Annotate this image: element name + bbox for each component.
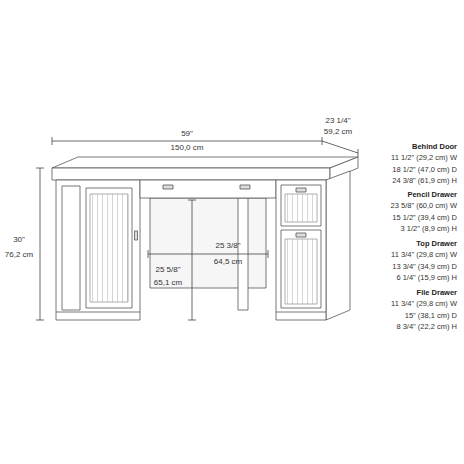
dimension-line: [148, 254, 268, 255]
dimension-tick: [358, 149, 359, 157]
desk-top: [52, 157, 358, 168]
height-dimension: 76,2 cm: [5, 251, 33, 260]
depth-dimension: 59,2 cm: [324, 128, 352, 137]
depth-dimension: 23 1/4": [325, 117, 350, 126]
spec-heading: File Drawer: [417, 289, 457, 297]
spec-line: 24 3/8" (61,9 cm) H: [392, 177, 457, 185]
door-panel: [90, 194, 128, 302]
pencil-drawer: [140, 180, 276, 198]
spec-line: 3 1/2" (8,9 cm) H: [401, 225, 457, 233]
file-drawer: [281, 230, 321, 308]
dimension-tick: [188, 200, 196, 201]
width-dimension: 59": [181, 130, 193, 139]
knee-width-dimension: 64,5 cm: [214, 258, 242, 267]
base-rail: [276, 312, 326, 313]
spec-heading: Top Drawer: [416, 240, 457, 248]
cabinet-door: [86, 188, 132, 308]
drawer-handle: [240, 185, 250, 189]
pedestal-stile: [62, 186, 80, 310]
knee-width-dimension: 25 3/8": [215, 242, 240, 251]
drawer-handle: [296, 188, 306, 192]
spec-line: 8 3/4" (22,2 cm) H: [396, 323, 457, 331]
dimension-line: [192, 200, 193, 320]
spec-line: 15" (38,1 cm) D: [405, 312, 457, 320]
spec-heading: Pencil Drawer: [407, 191, 457, 199]
spec-line: 6 1/4" (15,9 cm) H: [396, 274, 457, 282]
dimension-line: [40, 168, 41, 320]
spec-line: 15 1/2" (39,4 cm) D: [392, 214, 457, 222]
dimension-tick: [268, 250, 269, 258]
drawer-panel: [285, 239, 317, 304]
width-dimension: 150,0 cm: [171, 144, 204, 153]
drawer-handle: [296, 233, 306, 237]
knee-height-dimension: 25 5/8": [155, 266, 180, 275]
spec-line: 13 3/4" (34,9 cm) D: [392, 263, 457, 271]
dimension-line: [52, 141, 322, 142]
dimension-line: [322, 141, 358, 153]
base-rail: [56, 312, 140, 313]
left-pedestal: [56, 180, 140, 320]
spec-line: 11 1/2" (29,2 cm) W: [391, 154, 457, 162]
dimension-tick: [36, 320, 44, 321]
dimension-tick: [188, 320, 196, 321]
drawer-handle: [163, 185, 173, 189]
right-pedestal: [276, 180, 326, 320]
desk-top-edge: [52, 168, 330, 180]
spec-line: 23 5/8" (60,0 cm) W: [391, 202, 457, 210]
back-panel: [150, 198, 266, 288]
spec-heading: Behind Door: [412, 143, 457, 151]
spec-line: 18 1/2" (47,0 cm) D: [392, 166, 457, 174]
dimension-tick: [36, 168, 44, 169]
dimension-tick: [52, 137, 53, 145]
spec-line: 11 3/4" (29,8 cm) W: [391, 300, 457, 308]
height-dimension: 30": [13, 236, 25, 245]
door-knob: [135, 231, 138, 240]
drawer-panel: [285, 194, 317, 222]
pedestal-side: [326, 171, 350, 320]
knee-height-dimension: 65,1 cm: [154, 279, 182, 288]
spec-line: 11 3/4" (29,8 cm) W: [391, 251, 457, 259]
dimension-tick: [148, 250, 149, 258]
top-drawer: [281, 185, 321, 226]
